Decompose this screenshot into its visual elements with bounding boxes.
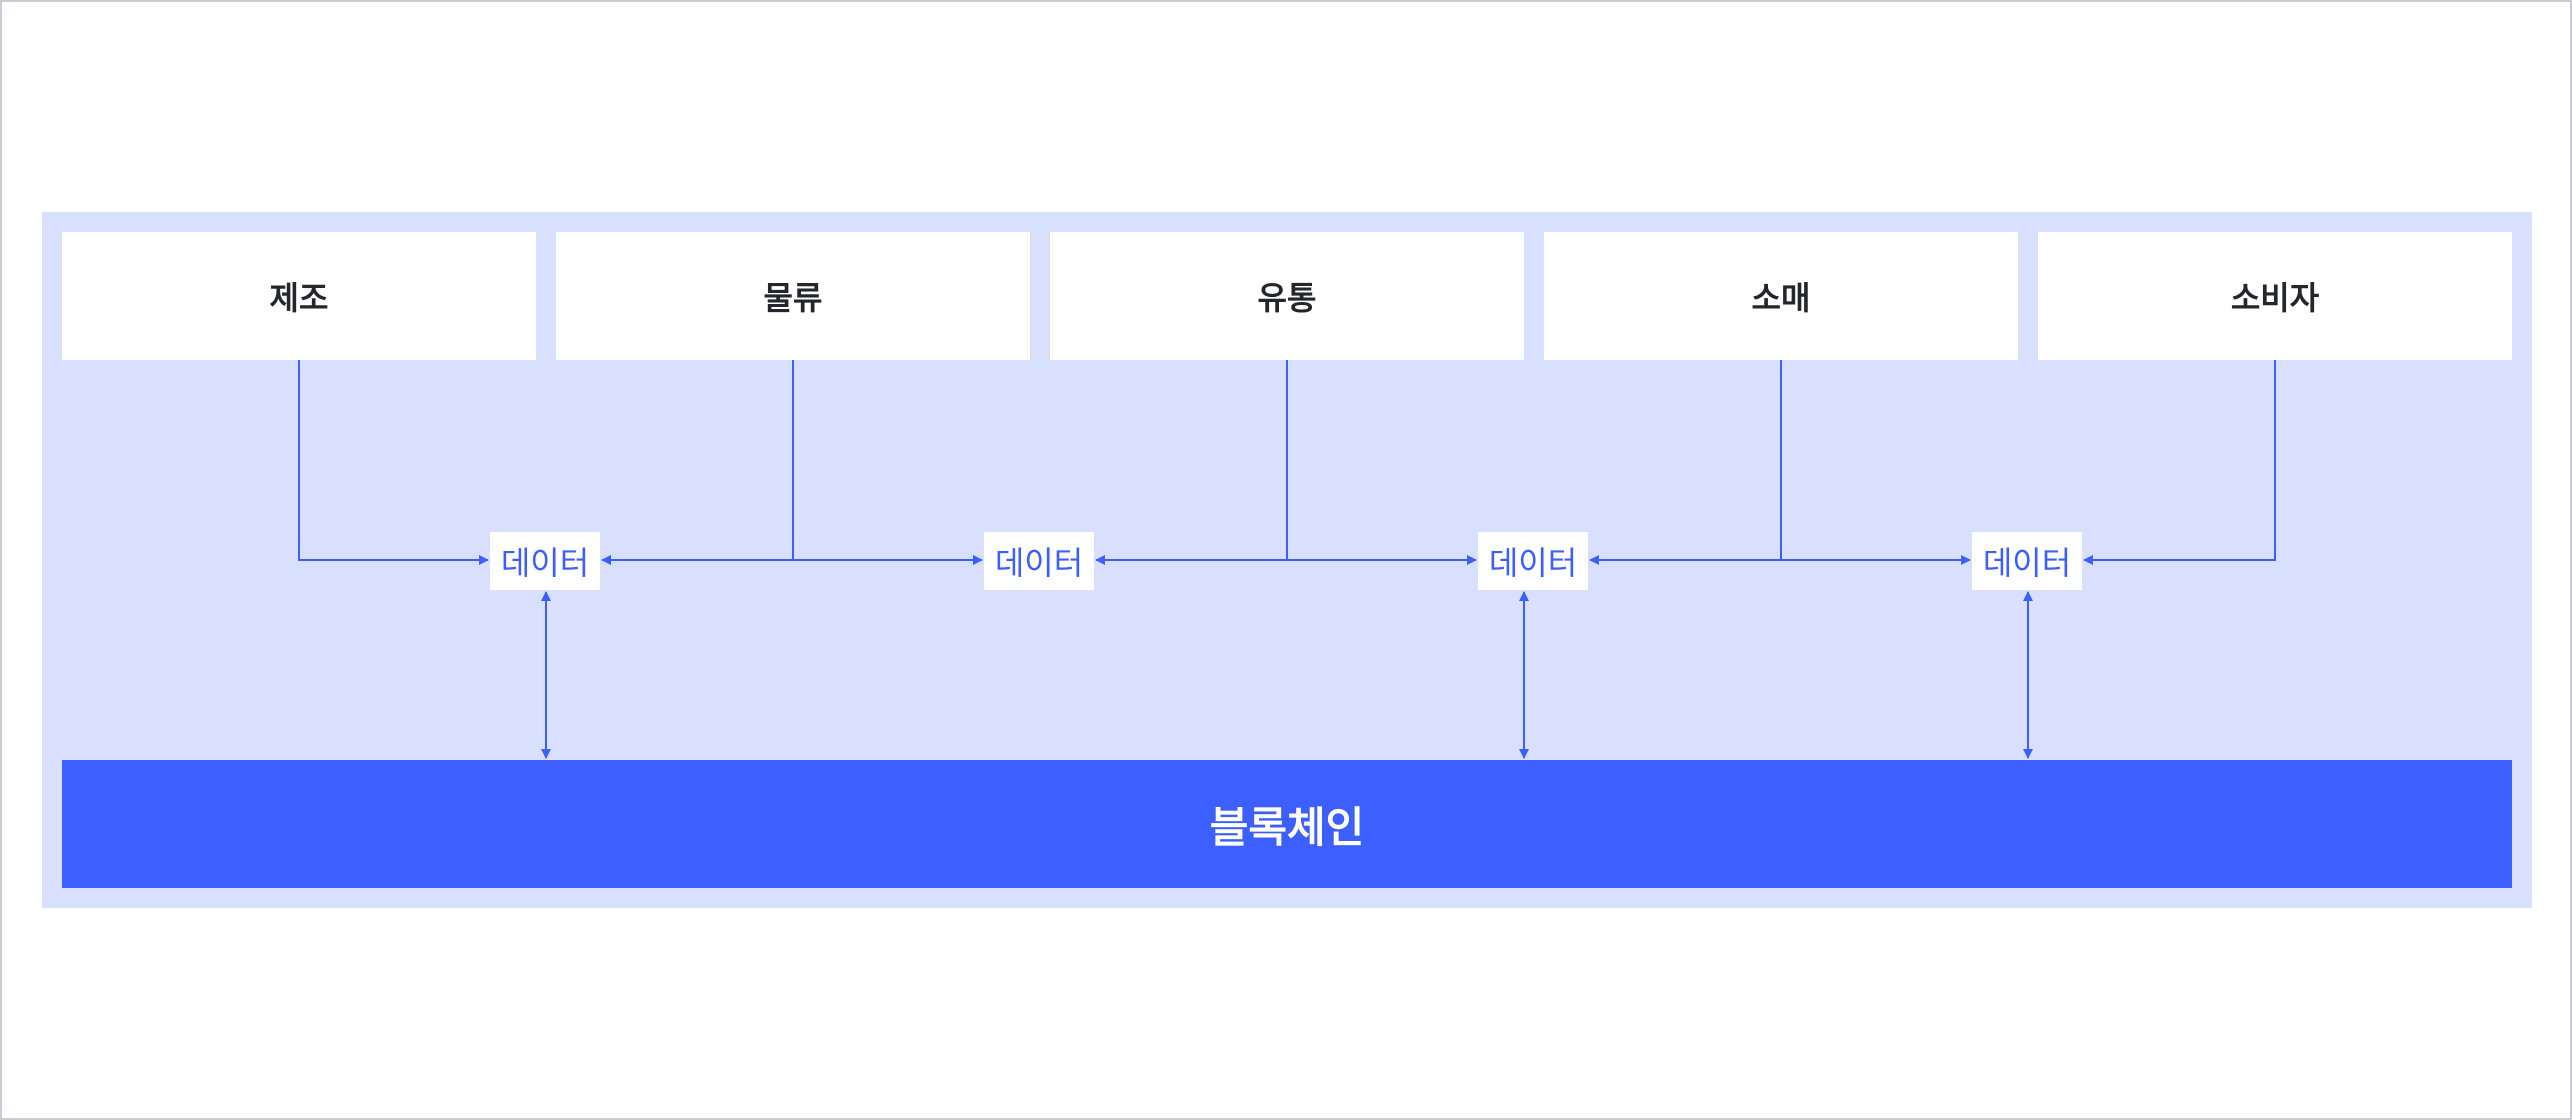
data-node-4: 데이터 <box>1972 532 2082 590</box>
blockchain-label: 블록체인 <box>1209 802 1365 852</box>
stage-label: 유통 <box>1257 279 1317 317</box>
data-node-3: 데이터 <box>1478 532 1588 590</box>
data-label: 데이터 <box>1488 544 1578 582</box>
stage-logistics: 물류 <box>556 232 1030 360</box>
data-label: 데이터 <box>500 544 590 582</box>
stage-label: 소매 <box>1751 279 1811 317</box>
data-label: 데이터 <box>994 544 1084 582</box>
data-node-1: 데이터 <box>490 532 600 590</box>
data-node-2: 데이터 <box>984 532 1094 590</box>
stage-retail: 소매 <box>1544 232 2018 360</box>
stage-label: 물류 <box>763 279 823 317</box>
stage-distribution: 유통 <box>1050 232 1524 360</box>
blockchain-bar: 블록체인 <box>62 760 2512 888</box>
stage-label: 제조 <box>269 279 329 317</box>
stage-manufacturing: 제조 <box>62 232 536 360</box>
data-label: 데이터 <box>1982 544 2072 582</box>
stage-label: 소비자 <box>2230 279 2320 317</box>
stage-consumer: 소비자 <box>2038 232 2512 360</box>
